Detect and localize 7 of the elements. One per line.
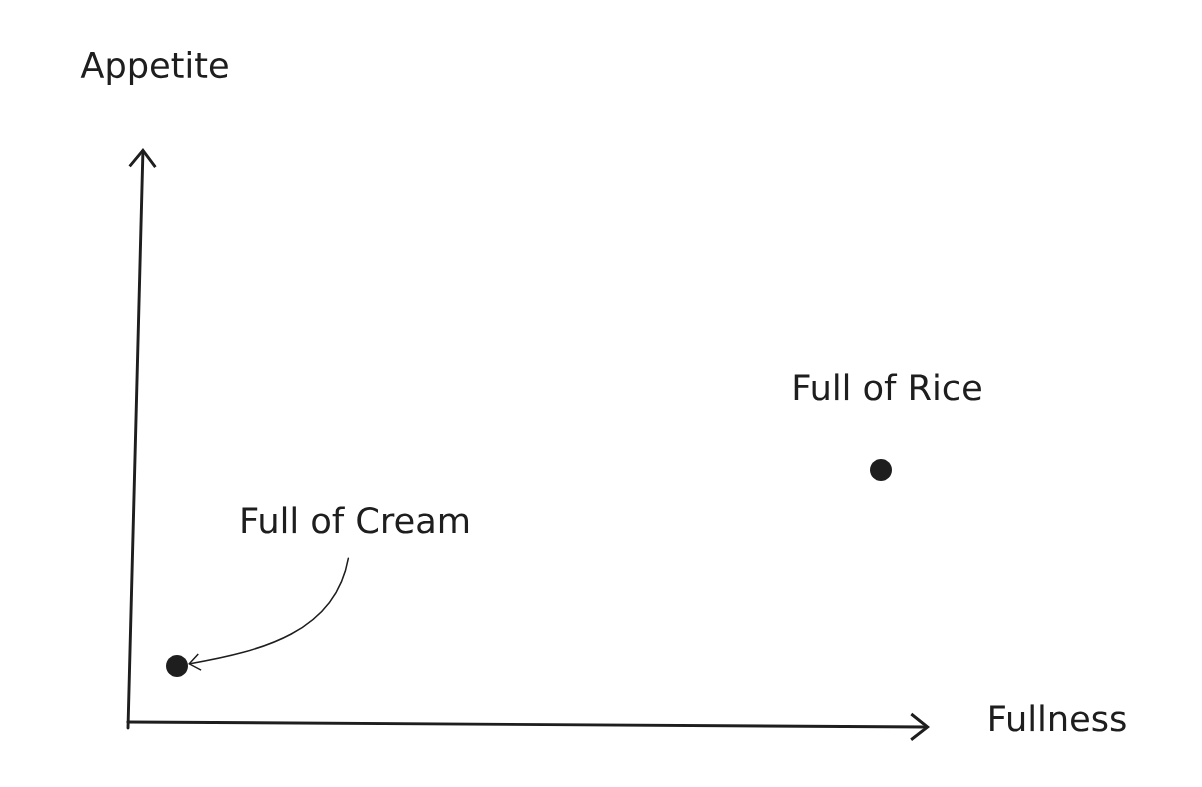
leader-arrow	[188, 557, 350, 671]
point-label: Full of Rice	[794, 373, 981, 401]
axis-label: Appetite	[80, 51, 228, 85]
data-point	[166, 655, 188, 677]
text-label: Full of Cream	[242, 506, 468, 534]
axis-label: Fullness	[990, 704, 1126, 732]
data-point	[870, 459, 892, 481]
